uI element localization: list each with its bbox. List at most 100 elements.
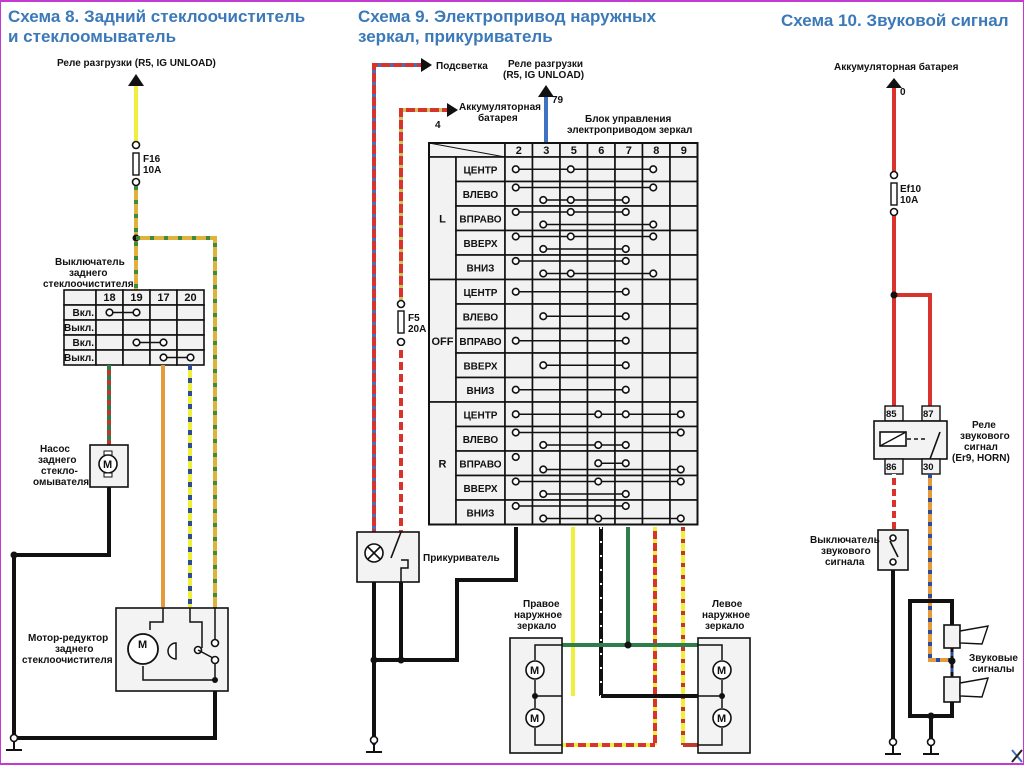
table-cell xyxy=(669,180,699,207)
relay-pin-86: 86 xyxy=(886,462,897,473)
relay-unload-label-1: Реле разгрузки xyxy=(508,59,583,70)
wire-ground xyxy=(908,599,954,718)
contact-point xyxy=(566,195,575,205)
wiper-switch-label-2: заднего xyxy=(69,268,108,279)
column-label: 3 xyxy=(543,145,549,157)
pump-label-2: заднего xyxy=(38,455,77,466)
contact-point xyxy=(132,308,141,317)
row-label-cell xyxy=(455,499,506,526)
contact-point xyxy=(621,287,630,296)
relay-wire-number: 79 xyxy=(552,95,564,106)
contact-point xyxy=(511,385,520,394)
table-cell xyxy=(641,278,671,305)
contact-point xyxy=(105,308,114,317)
table-cell xyxy=(149,319,178,336)
fuse-ef10-icon xyxy=(890,182,898,206)
fuse-f16-icon xyxy=(132,152,140,176)
scheme-9: Схема 9. Электропривод наружных зеркал, … xyxy=(356,7,751,754)
motor-icon xyxy=(525,708,545,728)
table-cell xyxy=(641,303,671,330)
control-unit-label-2: электроприводом зеркал xyxy=(567,125,692,136)
contact-point xyxy=(566,165,575,174)
contact-point xyxy=(186,353,195,362)
row-label: ВЛЕВО xyxy=(463,435,499,446)
row-label: ЦЕНТР xyxy=(464,410,498,421)
table-cell xyxy=(586,254,616,281)
tools-icon xyxy=(1011,749,1023,763)
fuse-ef10-name: Ef10 xyxy=(900,184,922,195)
row-label: ВПРАВО xyxy=(459,337,501,348)
row-label: ВНИЗ xyxy=(467,386,495,397)
horn-switch-label-1: Выключатель xyxy=(810,535,880,546)
motor-icon xyxy=(712,660,732,680)
horn-battery-label: Аккумуляторная батарея xyxy=(834,61,959,73)
contact-point xyxy=(539,244,548,254)
horn-relay-label-3: сигнал xyxy=(964,442,998,453)
table-cell xyxy=(641,450,671,477)
contact-point xyxy=(621,256,630,266)
switch-icon xyxy=(889,540,899,558)
row-label-cell xyxy=(455,450,506,477)
fuse-f5-rating: 20A xyxy=(408,324,426,335)
contact-point xyxy=(649,165,658,174)
contact-point xyxy=(511,336,520,345)
scheme-8-title-line1: Схема 8. Задний стеклоочиститель xyxy=(8,7,305,26)
wiper-switch-label-1: Выключатель xyxy=(55,257,125,268)
relay-unload-label-2: (R5, IG UNLOAD) xyxy=(503,70,584,81)
row-label: ВПРАВО xyxy=(459,459,501,470)
right-mirror-label-3: зеркало xyxy=(517,621,556,632)
contact-point xyxy=(539,465,548,474)
contact-point xyxy=(511,232,520,241)
wire-ground xyxy=(14,690,217,740)
table-cell xyxy=(669,254,699,281)
relay-pin-30: 30 xyxy=(923,462,934,473)
pump-motor-symbol: M xyxy=(103,459,112,471)
right-mirror-motors: M M xyxy=(525,644,562,746)
table-cell xyxy=(669,278,699,305)
table-cell xyxy=(559,450,589,477)
contact-point xyxy=(594,459,603,468)
horns-label-1: Звуковые xyxy=(969,653,1018,664)
table-cell xyxy=(586,205,616,232)
contact-point xyxy=(511,183,520,192)
column-label: 6 xyxy=(598,145,604,157)
row-label-cell xyxy=(455,254,506,281)
wire-ground xyxy=(374,527,518,662)
row-label: ВНИЗ xyxy=(467,263,495,274)
contact-point xyxy=(132,338,141,347)
contact-point xyxy=(539,489,548,499)
table-cell xyxy=(669,156,699,183)
wiper-motor-symbol: M xyxy=(138,639,147,651)
contact-point xyxy=(621,361,630,370)
fuse-f16-rating: 10A xyxy=(143,165,161,176)
horn-relay-label-4: (Er9, HORN) xyxy=(952,453,1010,464)
contact-point xyxy=(539,312,548,321)
contact-point xyxy=(594,477,603,486)
table-cell xyxy=(669,352,699,379)
table-border xyxy=(428,142,699,526)
row-label: Выкл. xyxy=(64,323,94,334)
contact-point xyxy=(511,287,520,296)
horn-icon xyxy=(943,624,961,649)
row-label: ВПРАВО xyxy=(459,214,501,225)
right-mirror-label-1: Правое xyxy=(523,599,560,610)
contact-point xyxy=(676,514,685,523)
lighter-switch-icon xyxy=(390,531,402,559)
horn-relay-label-1: Реле xyxy=(972,420,996,431)
table-cell xyxy=(504,352,534,379)
table-cell xyxy=(504,303,534,330)
contact-point xyxy=(539,440,548,450)
row-label: ВВЕРХ xyxy=(463,484,497,495)
wiper-motor-label-1: Мотор-редуктор xyxy=(28,633,108,644)
left-mirror-label-3: зеркало xyxy=(705,621,744,632)
contact-point xyxy=(676,428,685,437)
contact-point xyxy=(649,232,658,241)
contact-point xyxy=(539,220,548,229)
group-label: L xyxy=(439,213,446,225)
row-label-cell xyxy=(455,303,506,330)
table-cell xyxy=(122,349,151,366)
wire-red-yellow xyxy=(399,108,448,300)
